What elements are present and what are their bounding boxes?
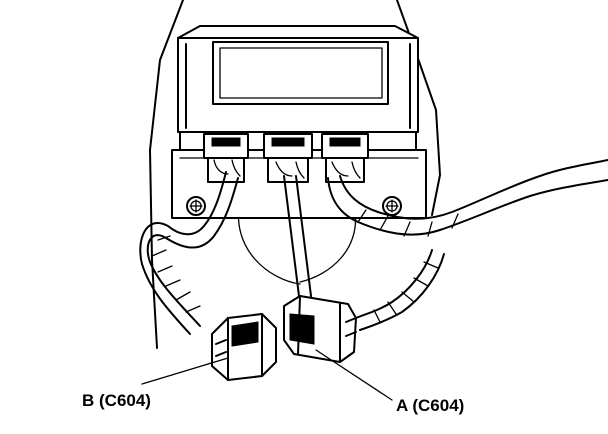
- harness-wiring-right: [327, 159, 608, 331]
- unit-connector-socket-3: [321, 133, 369, 183]
- callout-label-a: A (C604): [396, 396, 464, 415]
- callout-leader-a: [315, 349, 393, 401]
- mounting-bolt-right: [382, 196, 402, 216]
- harness-wiring-left: [139, 171, 239, 335]
- srs-control-unit: [171, 25, 427, 219]
- harness-wiring-center: [283, 175, 313, 305]
- unit-connector-socket-1: [203, 133, 249, 183]
- connector-a-c604: [283, 295, 357, 363]
- unit-connector-socket-2: [263, 133, 313, 183]
- mounting-bolt-left: [186, 196, 206, 216]
- connector-b-c604: [211, 313, 277, 381]
- callout-leader-b: [141, 357, 229, 385]
- callout-label-b: B (C604): [82, 391, 151, 410]
